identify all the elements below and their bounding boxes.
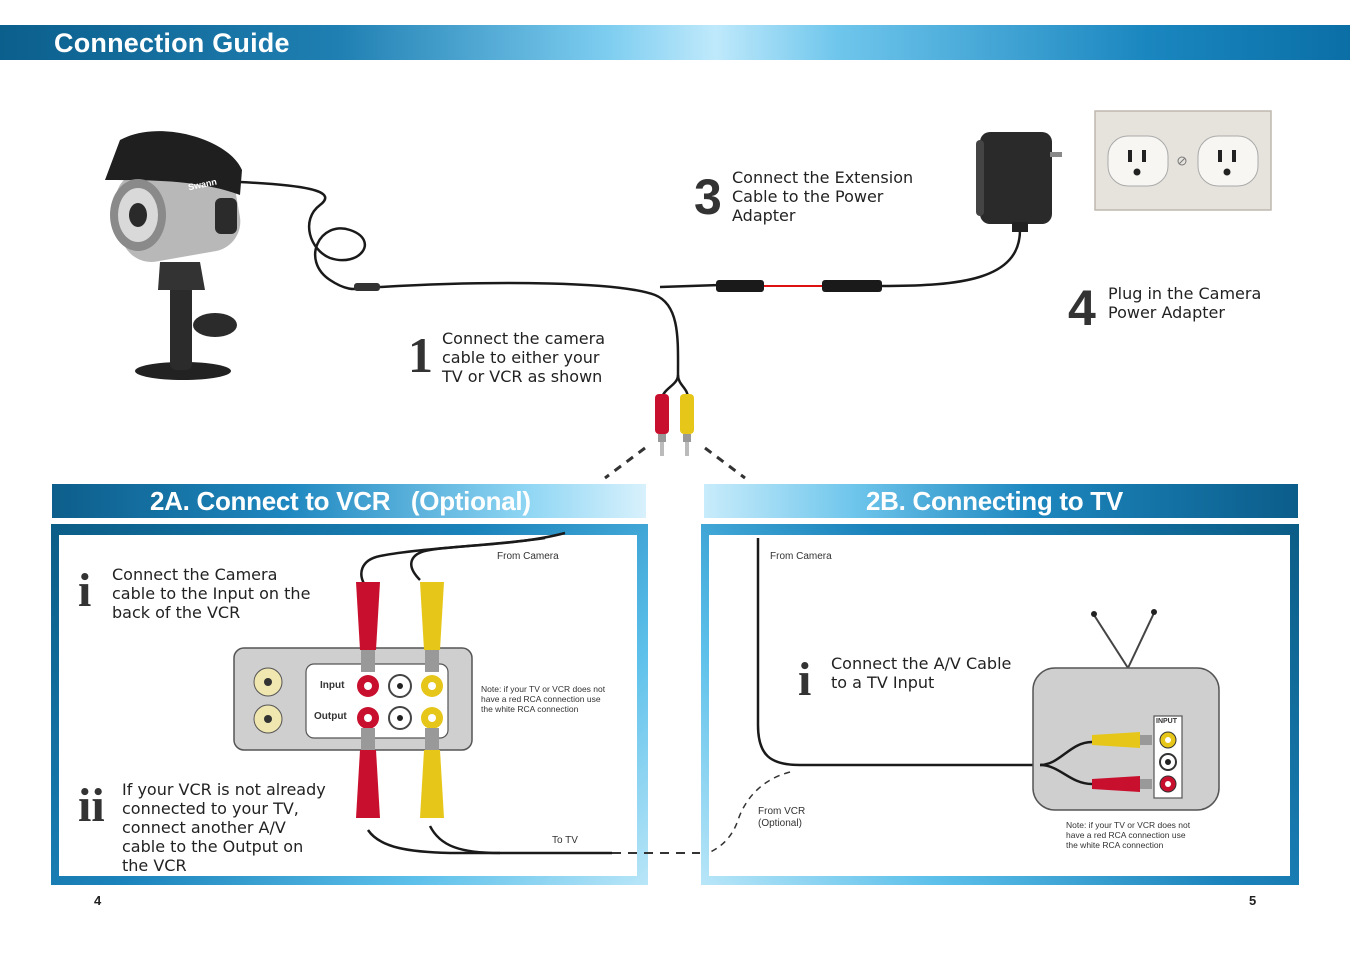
vcr-section-title: 2A. Connect to VCR (Optional) [150,486,531,516]
vcr-section-bar: 2A. Connect to VCR (Optional) [52,484,646,518]
power-adapter [976,132,1062,232]
vcr-input-white-jack [388,674,412,698]
tv-antenna-left [1093,614,1129,669]
vcr-step-i-text: Connect the Camera cable to the Input on… [112,565,311,622]
vcr-rca-note: Note: if your TV or VCR does not have a … [481,684,606,714]
step-1-text: Connect the camera cable to either your … [442,329,605,386]
step-3-number: 3 [694,169,722,225]
vcr-step-i-marker: i [78,564,92,617]
page-number-right: 5 [1249,893,1257,908]
vcr-output-yellow-plug [420,728,444,818]
tv-white-jack [1159,753,1177,771]
wall-outlet [1094,110,1272,211]
vcr-panel-frame [51,524,648,885]
tv-red-plug [1092,776,1152,792]
step-4-text: Plug in the Camera Power Adapter [1108,284,1262,322]
vcr-output-red-plug [356,728,380,818]
vcr-input-red-plug [356,582,380,672]
vcr-input-label: Input [320,680,345,691]
red-rca-plug [655,394,669,456]
step-1-number: 1 [408,327,433,383]
security-camera: Swann [105,131,242,380]
vcr-step-ii-marker: ii [78,779,105,832]
tv-step-i-marker: i [798,653,812,706]
vcr-input-red-jack [357,675,379,697]
tv-rca-note: Note: if your TV or VCR does not have a … [1066,820,1191,850]
vcr-input-yellow-plug [420,582,444,672]
cable-connector [354,283,380,291]
header-bar: Connection Guide [0,25,1350,60]
vcr-step-ii-text: If your VCR is not already connected to … [122,780,326,875]
tv-from-vcr-label: From VCR (Optional) [758,806,806,829]
tv-yellow-jack [1159,731,1177,749]
extension-connector [716,280,882,292]
tv-section-bar: 2B. Connecting to TV [704,484,1298,518]
page-number-left: 4 [94,893,102,908]
vcr-from-camera-label: From Camera [497,551,559,562]
vcr-output-white-jack [388,706,412,730]
vcr-output-label: Output [314,711,347,722]
camera-cable [239,180,366,291]
tv-section-title: 2B. Connecting to TV [866,486,1123,516]
vcr-output-red-jack [357,707,379,729]
vcr-to-tv-label: To TV [552,835,578,846]
tv-from-camera-label: From Camera [770,551,832,562]
step-4-number: 4 [1068,280,1096,336]
tv-step-i-text: Connect the A/V Cable to a TV Input [831,654,1012,692]
page-title: Connection Guide [54,28,290,58]
tv-yellow-plug [1092,732,1152,748]
tv-antenna-right [1127,612,1155,669]
tv-input-label: INPUT [1156,718,1177,725]
step-3-text: Connect the Extension Cable to the Power… [732,168,914,225]
tv-red-jack [1159,775,1177,793]
vcr-input-yellow-jack [421,675,443,697]
yellow-rca-plug [680,394,694,456]
vcr-output-yellow-jack [421,707,443,729]
